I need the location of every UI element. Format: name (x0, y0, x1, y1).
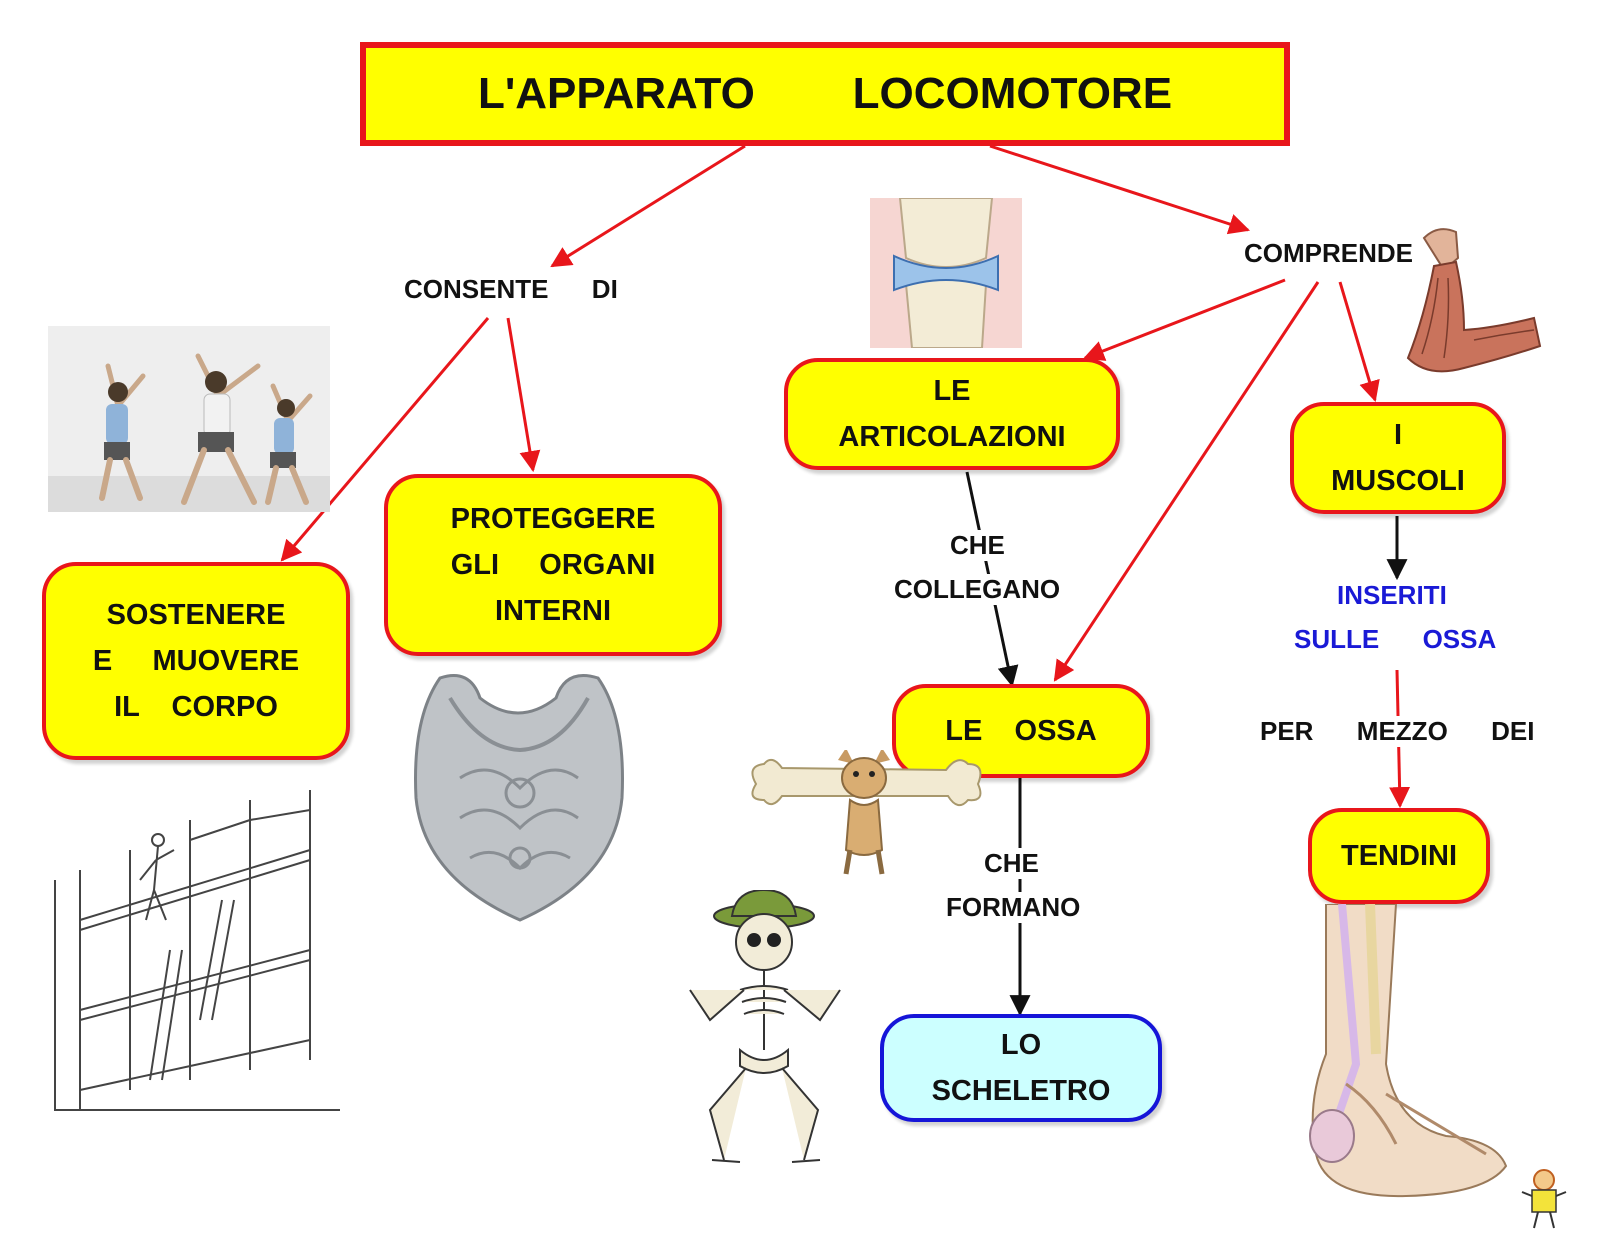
dog-with-bone-illustration (751, 750, 982, 875)
scaffolding-illustration (54, 790, 340, 1111)
flexed-arm-muscle-illustration (1406, 228, 1542, 373)
node-proteggere-line-1: PROTEGGERE (450, 503, 656, 535)
mascot-illustration (1521, 1169, 1567, 1229)
knee-joint-illustration (870, 198, 1022, 348)
label-sulle-ossa: SULLE OSSA (1294, 624, 1497, 654)
node-sostenere-line-3: IL CORPO (114, 691, 278, 723)
label-consente-di: CONSENTE DI (404, 274, 618, 304)
arrow-comprende-to-articolazioni (1083, 278, 1286, 361)
arrow-comprende-to-ossa (1053, 281, 1320, 682)
node-proteggere-line-3: INTERNI (495, 595, 611, 627)
label-che-collegano-1: CHE (950, 530, 1005, 561)
label-che-collegano-2: COLLEGANO (894, 574, 1061, 605)
label-comprende: COMPRENDE (1244, 238, 1414, 268)
node-scheletro-line-1: LO (1000, 1029, 1042, 1061)
node-muscoli-line-1: I (1393, 419, 1403, 451)
node-muscoli-line-2: MUSCOLI (1331, 465, 1465, 497)
node-sostenere-line-1: SOSTENERE (106, 599, 286, 631)
node-sostenere-line-2: E MUOVERE (92, 645, 300, 677)
arrow-title-to-comprende (989, 144, 1250, 235)
node-ossa: LE OSSA (892, 684, 1150, 778)
node-tendini-line-1: TENDINI (1341, 840, 1457, 872)
arrow-comprende-to-muscoli (1338, 281, 1380, 403)
node-proteggere-line-2: GLI ORGANI (450, 549, 656, 581)
node-articolazioni: LE ARTICOLAZIONI (784, 358, 1120, 470)
node-scheletro-line-2: SCHELETRO (931, 1075, 1111, 1107)
node-muscoli: I MUSCOLI (1290, 402, 1506, 514)
node-scheletro: LO SCHELETRO (880, 1014, 1162, 1122)
node-articolazioni-line-2: ARTICOLAZIONI (838, 421, 1066, 453)
page-title: L'APPARATO LOCOMOTORE (477, 69, 1173, 118)
node-proteggere: PROTEGGERE GLI ORGANI INTERNI (384, 474, 722, 656)
node-articolazioni-line-1: LE (933, 375, 971, 407)
arrow-consente-to-sostenere (280, 317, 490, 562)
label-che-formano-2: FORMANO (946, 892, 1081, 923)
title-box: L'APPARATO LOCOMOTORE (360, 42, 1290, 146)
label-per-mezzo-dei: PER MEZZO DEI (1260, 716, 1535, 747)
foot-tendons-illustration (1309, 904, 1508, 1198)
arrow-consente-to-proteggere (506, 317, 541, 473)
node-ossa-line-1: LE OSSA (945, 715, 1097, 747)
node-tendini: TENDINI (1308, 808, 1490, 904)
label-inseriti: INSERITI (1337, 580, 1447, 610)
stretching-women-illustration (48, 326, 330, 512)
breastplate-armor-illustration (414, 674, 624, 922)
label-che-formano-1: CHE (984, 848, 1039, 879)
arrow-title-to-consente (550, 144, 746, 268)
node-sostenere: SOSTENERE E MUOVERE IL CORPO (42, 562, 350, 760)
dancing-skeleton-illustration (689, 890, 841, 1163)
